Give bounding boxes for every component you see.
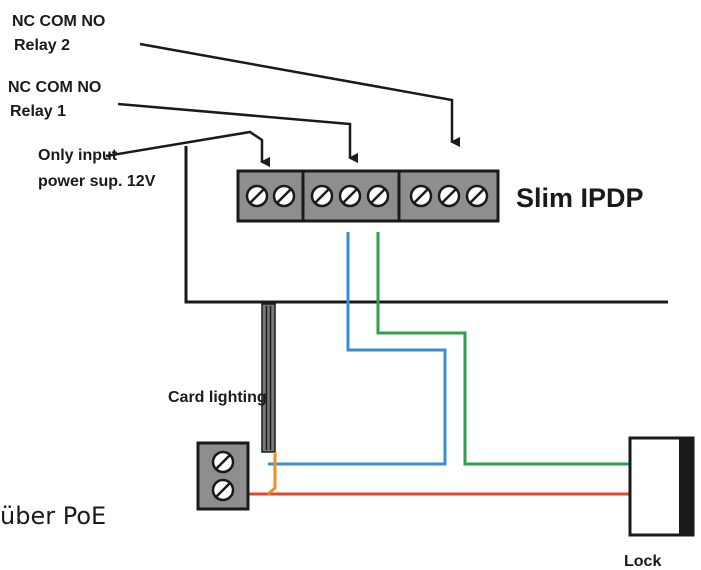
screw-terminal [272, 184, 296, 208]
wire-blue [268, 232, 447, 466]
screw-terminal [465, 184, 489, 208]
terminal-blocks [236, 169, 500, 223]
card-lighting-connector [196, 441, 250, 511]
wire-green [376, 232, 632, 466]
screw-terminal [245, 184, 269, 208]
power-input-label-line2: power sup. 12V [38, 173, 156, 190]
relay2-pins-label: NC COM NO [12, 13, 105, 30]
relay1-name-label: Relay 1 [10, 103, 66, 120]
relay1-arrow [117, 102, 358, 163]
device-label: Slim IPDP [516, 183, 644, 213]
screw-terminal [437, 184, 461, 208]
screw-terminal [366, 184, 390, 208]
card-lighting-label: Card lighting [168, 389, 267, 406]
power-input-label-line1: Only input [38, 147, 118, 164]
screw-terminal [211, 478, 235, 502]
card-lighting-cable [261, 303, 276, 453]
screw-terminal [338, 184, 362, 208]
screw-terminal [409, 184, 433, 208]
screw-terminal [211, 450, 235, 474]
screw-terminal [310, 184, 334, 208]
relay1-pins-label: NC COM NO [8, 79, 101, 96]
relay2-arrow [139, 42, 460, 147]
lock-label: Lock [624, 553, 661, 570]
footer-caption: über PoE [0, 502, 107, 530]
power-input-arrow [105, 130, 270, 167]
relay2-name-label: Relay 2 [14, 37, 70, 54]
housing-outline [184, 146, 668, 304]
wire-orange [267, 452, 277, 496]
lock-device [628, 436, 695, 537]
